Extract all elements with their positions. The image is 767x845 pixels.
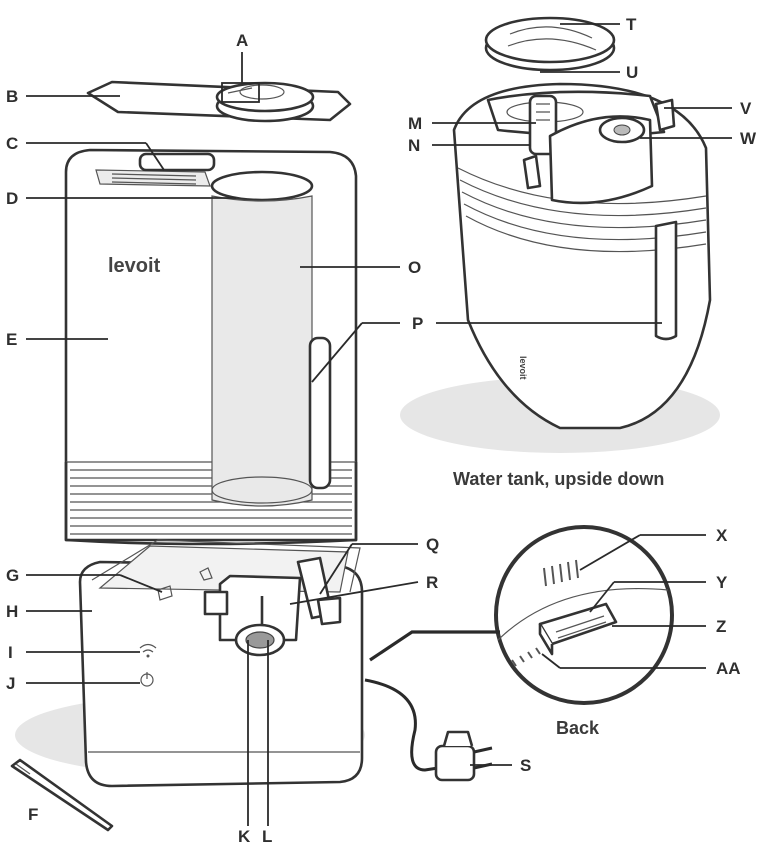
cleaning-brush	[10, 758, 114, 832]
label-r: R	[426, 573, 438, 592]
label-a: A	[236, 31, 248, 50]
label-c: C	[6, 134, 18, 153]
label-m: M	[408, 114, 422, 133]
back-detail-view	[369, 525, 674, 705]
label-u: U	[626, 63, 638, 82]
label-n: N	[408, 136, 420, 155]
svg-text:levoit: levoit	[518, 356, 528, 380]
mist-icon	[139, 643, 157, 653]
base	[78, 539, 364, 788]
water-tank: levoit	[64, 148, 358, 546]
label-j: J	[6, 674, 15, 693]
label-o: O	[408, 258, 421, 277]
part-labels: A B C D E F G H I J K L M N O P Q R S T …	[6, 15, 757, 845]
leader-lines	[26, 23, 732, 826]
power-cord	[364, 678, 493, 782]
caption-back: Back	[556, 718, 600, 738]
label-i: I	[8, 643, 13, 662]
caption-water-tank-upside-down: Water tank, upside down	[453, 469, 664, 489]
aroma-cap-callout-box	[221, 82, 260, 103]
label-z: Z	[716, 617, 726, 636]
label-l: L	[262, 827, 272, 845]
label-p: P	[412, 314, 423, 333]
label-h: H	[6, 602, 18, 621]
label-x: X	[716, 526, 728, 545]
label-b: B	[6, 87, 18, 106]
label-q: Q	[426, 535, 439, 554]
label-t: T	[626, 15, 637, 34]
label-s: S	[520, 756, 531, 775]
label-aa: AA	[716, 659, 741, 678]
label-k: K	[238, 827, 251, 845]
label-f: F	[28, 805, 38, 824]
lid	[86, 80, 352, 123]
aroma-pad	[484, 16, 616, 72]
label-w: W	[740, 129, 757, 148]
label-y: Y	[716, 573, 728, 592]
water-tank-upside-down: levoit	[452, 82, 712, 430]
label-d: D	[6, 189, 18, 208]
label-g: G	[6, 566, 19, 585]
label-v: V	[740, 99, 752, 118]
label-e: E	[6, 330, 17, 349]
brand-logo: levoit	[108, 255, 161, 277]
